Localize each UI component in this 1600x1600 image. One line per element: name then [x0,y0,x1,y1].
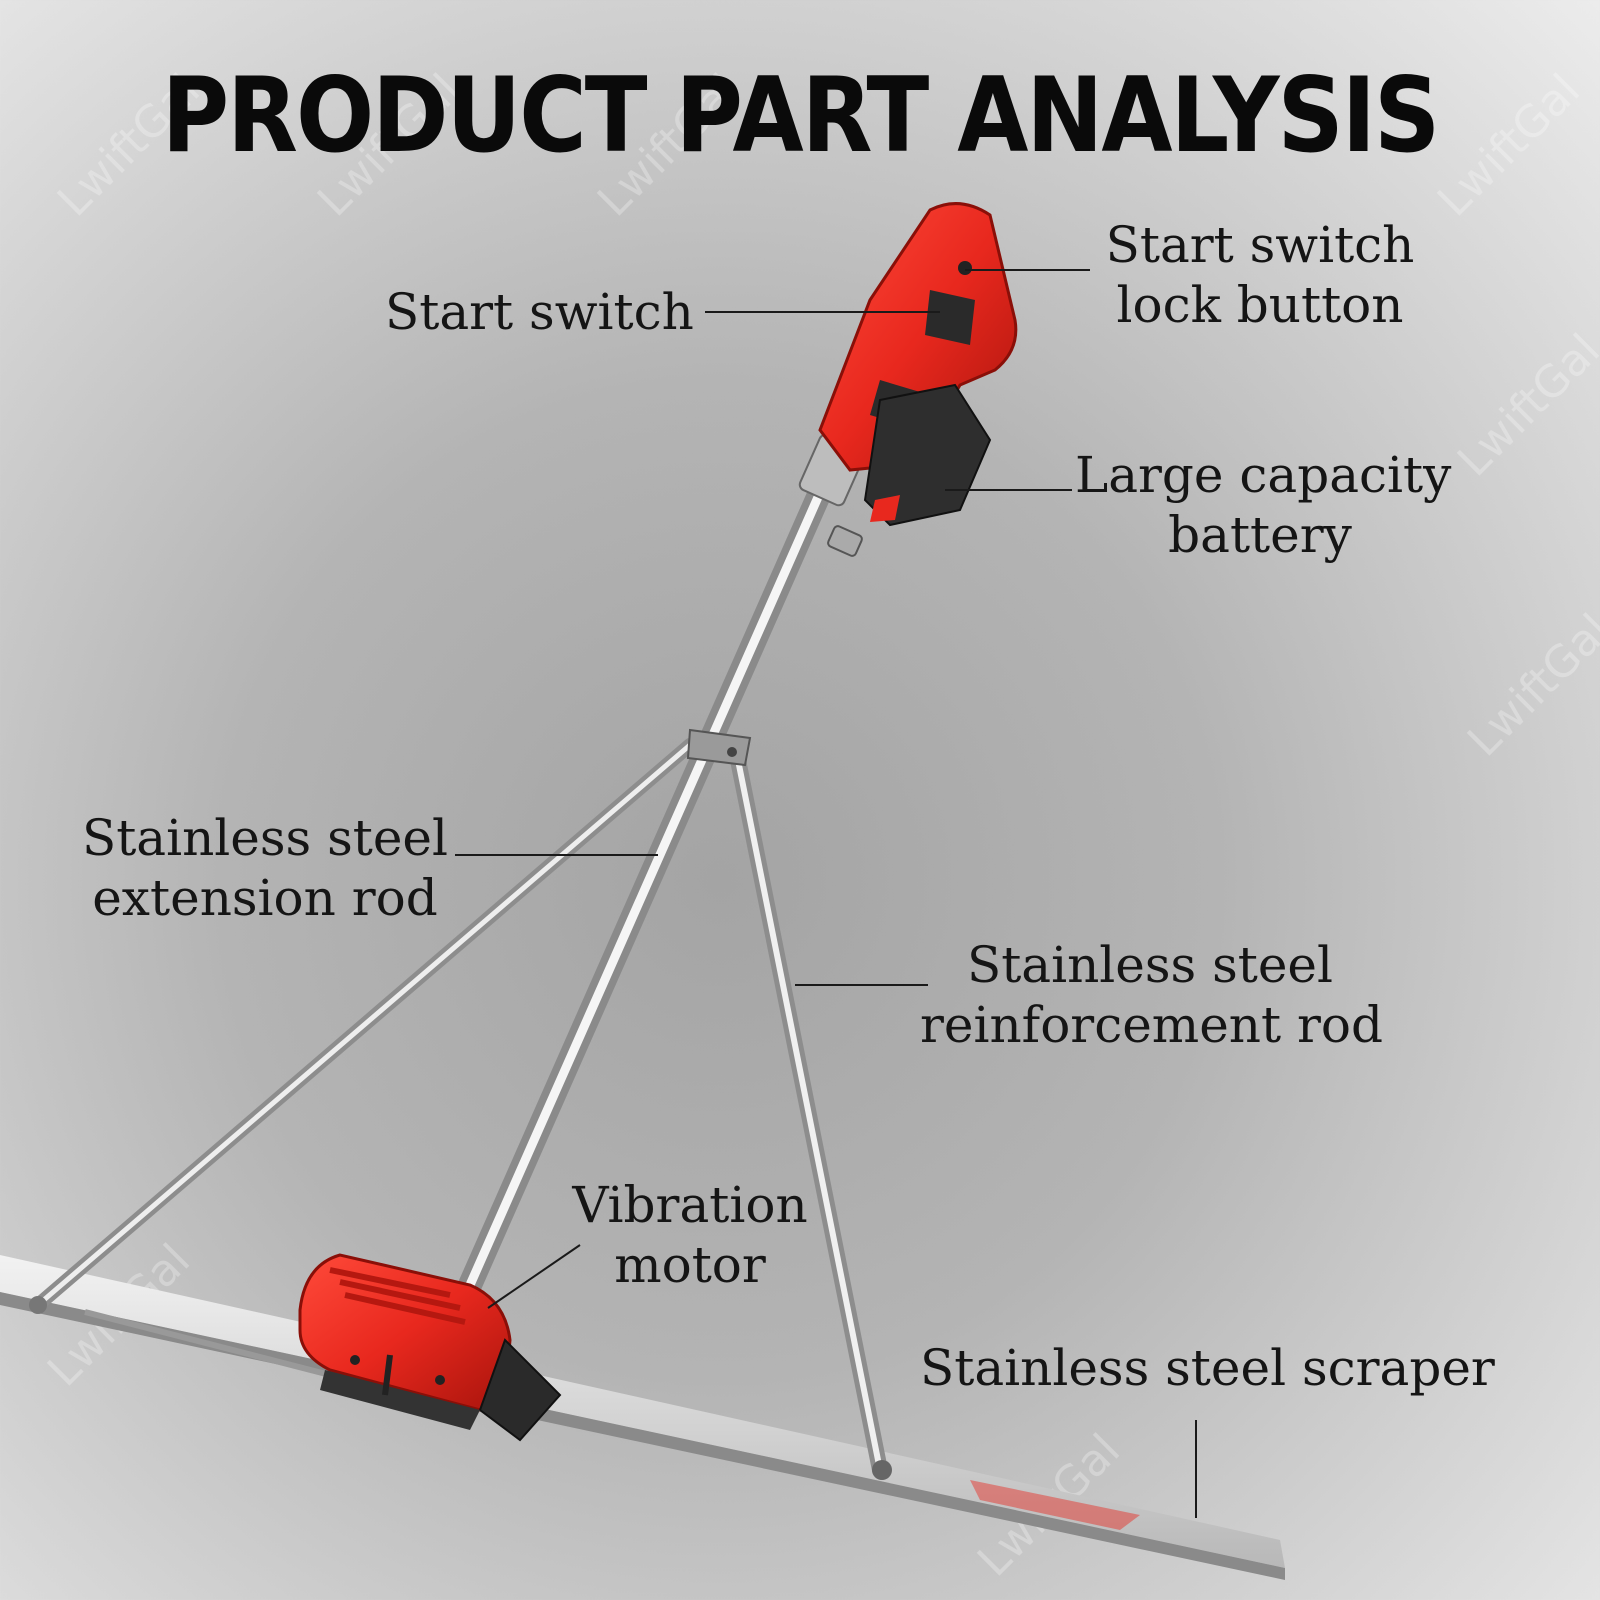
leader-line-vibration-motor [487,1244,581,1309]
label-text: motor [614,1236,766,1294]
label-text: lock button [1116,276,1404,334]
vibration-motor-body [298,1253,562,1442]
scraper-bar [0,1255,1285,1580]
clamp-bracket [686,728,752,767]
lock-button [958,261,972,275]
label-text: reinforcement rod [920,996,1383,1054]
label-vibration-motor: Vibration motor [555,1175,825,1295]
battery-pack [863,383,992,527]
label-text: Stainless steel scraper [920,1339,1495,1397]
page-title: PRODUCT PART ANALYSIS [161,55,1441,176]
rod-foot-joint [872,1460,892,1480]
label-text: Stainless steel [81,809,449,867]
label-scraper: Stainless steel scraper [920,1338,1495,1398]
label-text: Vibration [572,1176,808,1234]
label-text: Start switch [385,283,694,341]
label-reinforcement-rod: Stainless steel reinforcement rod [920,935,1383,1055]
label-text: battery [1168,506,1352,564]
label-text: Large capacity [1075,446,1452,504]
label-extension-rod: Stainless steel extension rod [80,808,450,928]
label-lock-button: Start switch lock button [1100,215,1420,335]
label-battery: Large capacity battery [1075,445,1452,565]
label-start-switch: Start switch [385,282,694,342]
rod-end-joint [29,1296,47,1314]
label-text: Stainless steel [966,936,1334,994]
label-text: extension rod [92,869,438,927]
label-text: Start switch [1105,216,1415,274]
